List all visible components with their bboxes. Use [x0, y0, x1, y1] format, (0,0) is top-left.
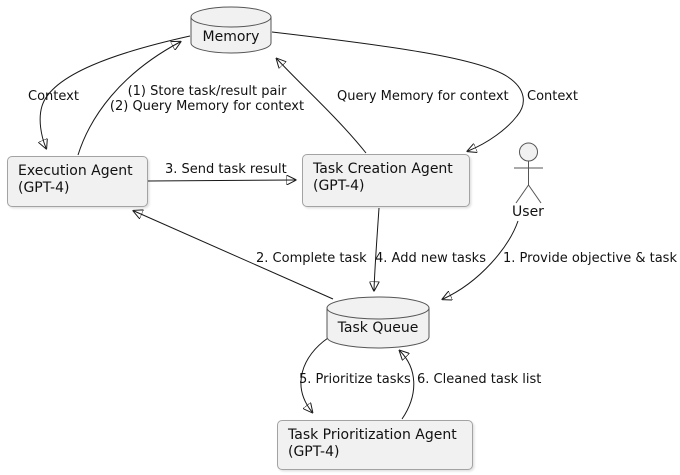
edge-memory-to-creation-context: [271, 31, 524, 151]
user-actor: [506, 141, 551, 205]
task-prioritization-agent-node: Task Prioritization Agent (GPT-4): [277, 420, 473, 470]
edge-creation-to-queue-add-tasks: [374, 207, 380, 290]
task-queue-cylinder-icon: [326, 296, 430, 349]
task-queue-label: Task Queue: [337, 320, 419, 336]
user-stick-figure-icon: [514, 142, 543, 204]
edge-label-store-query: (1) Store task/result pair (2) Query Mem…: [103, 84, 311, 114]
edge-label-store-query-line1: (1) Store task/result pair: [127, 84, 287, 99]
edge-label-prioritize-tasks: 5. Prioritize tasks: [299, 372, 411, 387]
edge-memory-to-execution-context: [40, 35, 191, 148]
edge-queue-to-execution-complete: [134, 211, 334, 300]
execution-agent-node: Execution Agent (GPT-4): [7, 156, 148, 207]
edge-user-to-queue-provide-objective: [443, 220, 519, 299]
edge-label-cleaned-task-list: 6. Cleaned task list: [417, 372, 542, 387]
edge-queue-to-prioritization: [300, 337, 329, 412]
user-label: User: [512, 204, 544, 220]
memory-cylinder-icon: [190, 6, 272, 54]
task-prioritization-agent-sublabel: (GPT-4): [288, 444, 340, 460]
edge-label-complete-task: 2. Complete task: [256, 251, 367, 266]
edge-label-add-new-tasks: 4. Add new tasks: [375, 251, 486, 266]
memory-node: Memory: [189, 6, 273, 55]
edge-creation-to-memory-query: [277, 59, 367, 154]
task-prioritization-agent-label: Task Prioritization Agent: [288, 427, 457, 443]
edge-execution-to-creation-send-result: [147, 180, 295, 181]
task-creation-agent-sublabel: (GPT-4): [313, 178, 365, 194]
execution-agent-sublabel: (GPT-4): [18, 180, 70, 196]
edge-label-send-task-result: 3. Send task result: [165, 162, 287, 177]
edge-label-store-query-line2: (2) Query Memory for context: [109, 99, 305, 114]
task-creation-agent-node: Task Creation Agent (GPT-4): [302, 154, 470, 207]
edge-prioritization-to-queue: [400, 351, 415, 420]
edge-label-provide-objective: 1. Provide objective & task: [503, 251, 677, 266]
task-queue-node: Task Queue: [325, 296, 431, 351]
task-creation-agent-label: Task Creation Agent: [313, 161, 453, 177]
edge-label-query-memory: Query Memory for context: [337, 89, 509, 104]
edge-label-context-left: Context: [28, 89, 79, 104]
execution-agent-label: Execution Agent: [18, 163, 133, 179]
memory-label: Memory: [202, 29, 260, 45]
edge-execution-to-memory-store-query: [77, 42, 180, 156]
edge-label-context-right: Context: [527, 89, 578, 104]
